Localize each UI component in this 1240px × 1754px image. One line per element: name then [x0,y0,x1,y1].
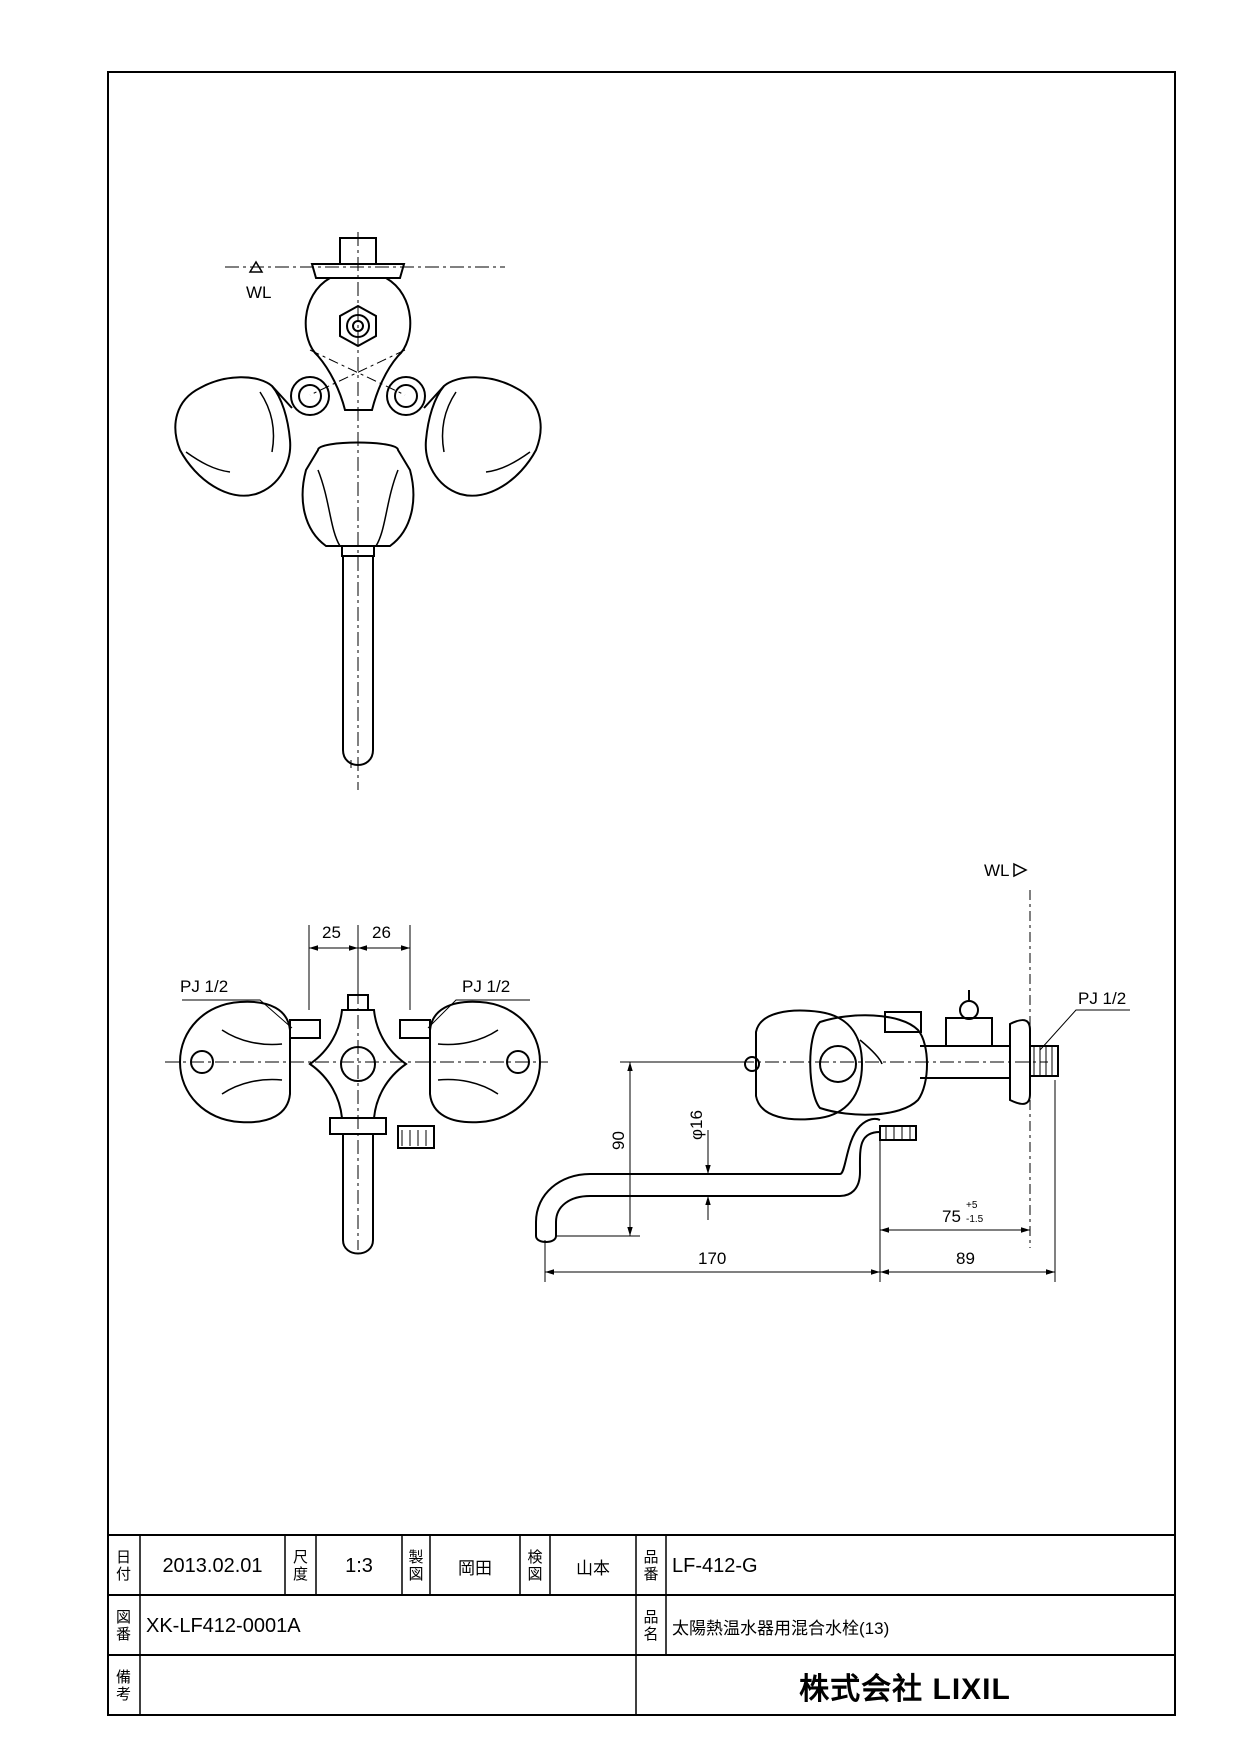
product-label-char-2: 名 [643,1626,659,1643]
scale-label-char-1: 尺 [292,1549,308,1566]
dim-75-tol-plus: +5 [966,1200,978,1211]
scale-label-char-2: 度 [292,1566,308,1583]
drawing-no-label-char-2: 番 [115,1626,131,1643]
front-view [165,925,548,1255]
remarks-label-char-2: 考 [115,1686,131,1703]
drawn-label: 製 図 [402,1537,430,1595]
title-block-grid [107,1534,1176,1716]
wl-side-label: WL [984,861,1010,880]
dim-89: 89 [956,1249,975,1268]
remarks-label: 備 考 [107,1657,140,1715]
dim-75: 75 [942,1207,961,1226]
front-dimensions [182,925,530,1029]
dim-75-tol-minus: -1.5 [966,1214,984,1225]
drawing-no-label-char-1: 図 [115,1609,131,1626]
drawing-frame [107,71,1176,1716]
side-dimensions [544,862,1130,1282]
thread-left-label: PJ 1/2 [180,977,228,996]
dim-pipe-diameter: φ16 [687,1110,706,1140]
date-label: 日 付 [107,1537,140,1595]
drawing-no-label: 図 番 [107,1597,140,1655]
drawn-label-char-1: 製 [408,1549,424,1566]
drawn-by-value: 岡田 [458,1558,492,1578]
date-value: 2013.02.01 [162,1554,263,1577]
dim-170: 170 [698,1249,726,1268]
part-no-label-char-1: 品 [643,1549,659,1566]
remarks-value [140,1657,634,1715]
date-label-char-2: 付 [115,1566,131,1583]
dim-26: 26 [372,923,391,942]
checked-label-char-1: 検 [527,1549,543,1566]
dim-25: 25 [322,923,341,942]
product-label-char-1: 品 [643,1609,659,1626]
drawing-no-value: XK-LF412-0001A [146,1614,301,1637]
product-name-label: 品 名 [636,1597,666,1655]
wl-top-triangle [248,260,264,273]
product-name-value: 太陽熱温水器用混合水栓(13) [672,1618,890,1638]
date-label-char-1: 日 [115,1549,131,1566]
part-no-label-char-2: 番 [643,1566,659,1583]
wl-top-label: WL [246,283,272,302]
scale-label: 尺 度 [285,1537,316,1595]
checked-by-value: 山本 [576,1558,610,1578]
part-no-label: 品 番 [636,1537,666,1595]
thread-side-label: PJ 1/2 [1078,989,1126,1008]
company-name: 株式会社 LIXIL [799,1673,1011,1706]
part-no-value: LF-412-G [672,1554,758,1577]
side-view [535,890,1059,1248]
drawn-label-char-2: 図 [408,1566,424,1583]
thread-right-label: PJ 1/2 [462,977,510,996]
dim-90: 90 [609,1131,628,1150]
remarks-label-char-1: 備 [115,1669,131,1686]
top-view [174,232,542,790]
scale-value: 1:3 [345,1554,373,1577]
checked-label: 検 図 [520,1537,550,1595]
checked-label-char-2: 図 [527,1566,543,1583]
